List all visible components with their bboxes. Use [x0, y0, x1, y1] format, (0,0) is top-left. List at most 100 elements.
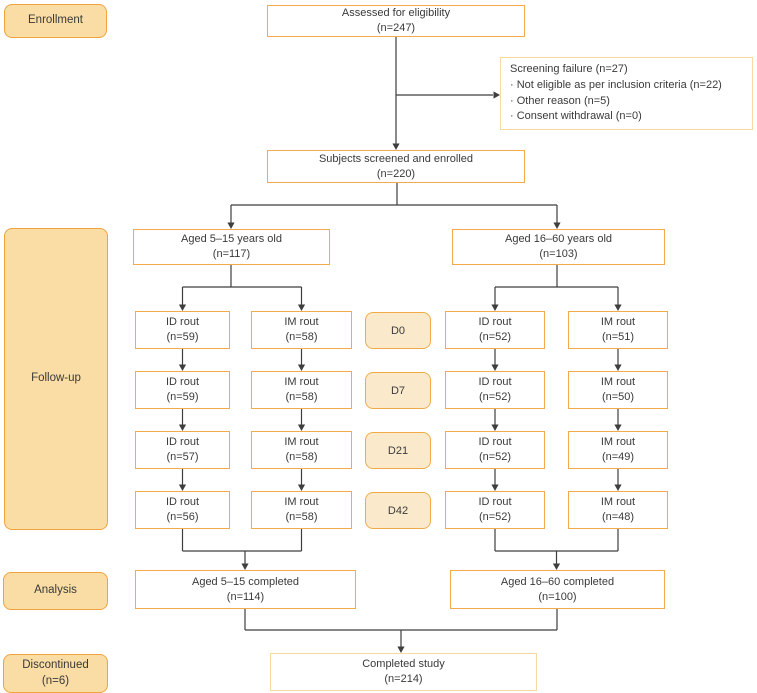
box-line1: Aged 16–60 completed: [500, 575, 615, 588]
box-line2: (n=58): [285, 451, 318, 463]
box-line2: (n=57): [166, 451, 199, 463]
stage-label-analysis: Analysis: [3, 572, 108, 610]
timepoint-label-d42: D42: [365, 492, 431, 529]
arm-aged-16-60-box: Aged 16–60 years old (n=103): [452, 229, 665, 265]
arm-aged-5-15-box: Aged 5–15 years old (n=117): [133, 229, 330, 265]
box-line1: Aged 16–60 years old: [504, 233, 613, 246]
arrow-down-icon: [614, 364, 622, 371]
followup-box-young-id-d0: ID rout (n=59): [135, 311, 230, 349]
timepoint-text: D21: [387, 444, 409, 457]
arrow-down-icon: [178, 304, 187, 311]
box-line2: (n=58): [285, 391, 318, 403]
box-line2: (n=48): [601, 511, 635, 523]
stage-label-text: Analysis: [34, 584, 77, 597]
box-line2: (n=56): [166, 511, 199, 523]
box-line1: IM rout: [284, 316, 319, 329]
box-line1: IM rout: [284, 436, 319, 449]
stage-label-discontinued: Discontinued (n=6): [3, 654, 108, 693]
screening-item: · Other reason (n=5): [510, 94, 610, 107]
box-line2: (n=247): [376, 22, 416, 34]
timepoint-label-d7: D7: [365, 372, 431, 409]
screening-failure-box: Screening failure (n=27) · Not eligible …: [500, 57, 753, 130]
timepoint-text: D0: [390, 324, 406, 337]
arrow-down-icon: [241, 563, 249, 570]
box-line2: (n=50): [601, 391, 635, 403]
box-line1: IM rout: [600, 316, 636, 329]
arrow-down-icon: [614, 304, 622, 311]
screening-item: · Consent withdrawal (n=0): [510, 110, 642, 123]
subjects-enrolled-box: Subjects screened and enrolled (n=220): [267, 150, 525, 183]
arrow-down-icon: [178, 424, 187, 431]
completed-aged-5-15-box: Aged 5–15 completed (n=114): [135, 570, 356, 609]
box-line2: (n=103): [539, 248, 578, 260]
arrow-down-icon: [392, 143, 400, 150]
box-line2: (n=100): [538, 590, 577, 603]
box-line2: (n=58): [285, 511, 318, 523]
followup-box-young-id-d42: ID rout (n=56): [135, 491, 230, 529]
arrow-down-icon: [491, 424, 499, 431]
box-line2: (n=220): [376, 167, 416, 180]
arrow-down-icon: [227, 222, 235, 229]
stage-label-enrollment: Enrollment: [4, 4, 107, 38]
arrow-down-icon: [178, 364, 187, 371]
box-line2: (n=52): [478, 451, 512, 463]
screening-item: · Not eligible as per inclusion criteria…: [510, 78, 722, 91]
timepoint-label-d0: D0: [365, 312, 431, 349]
box-line1: Completed study: [362, 658, 445, 671]
followup-box-young-im-d21: IM rout (n=58): [251, 431, 352, 469]
followup-box-adult-id-d7: ID rout (n=52): [445, 371, 545, 409]
arrow-down-icon: [297, 424, 306, 431]
followup-box-young-im-d0: IM rout (n=58): [251, 311, 352, 349]
arrow-down-icon: [297, 364, 306, 371]
connector-path: [181, 37, 619, 648]
followup-box-adult-id-d21: ID rout (n=52): [445, 431, 545, 469]
arrow-down-icon: [552, 563, 561, 570]
box-line1: IM rout: [600, 496, 636, 509]
completed-study-box: Completed study (n=214): [270, 653, 537, 691]
arrowhead-icons: [178, 91, 622, 653]
box-line1: Assessed for eligibility: [341, 7, 451, 20]
timepoint-text: D7: [390, 384, 406, 397]
box-line1: IM rout: [600, 436, 636, 449]
box-line1: ID rout: [165, 496, 199, 509]
box-line2: (n=49): [601, 451, 635, 463]
arrow-down-icon: [614, 484, 622, 491]
arrow-down-icon: [178, 484, 187, 491]
completed-aged-16-60-box: Aged 16–60 completed (n=100): [450, 570, 665, 609]
arrow-down-icon: [614, 424, 622, 431]
stage-label-text: Follow-up: [31, 372, 81, 385]
followup-box-adult-id-d0: ID rout (n=52): [445, 311, 545, 349]
timepoint-label-d21: D21: [365, 432, 431, 469]
box-line2: (n=52): [478, 391, 512, 403]
arrow-down-icon: [491, 304, 499, 311]
box-line1: Aged 5–15 completed: [191, 575, 300, 588]
stage-label-line2: (n=6): [41, 674, 70, 687]
arrow-down-icon: [491, 484, 499, 491]
box-line1: ID rout: [478, 376, 512, 389]
followup-box-young-im-d42: IM rout (n=58): [251, 491, 352, 529]
followup-box-adult-im-d42: IM rout (n=48): [568, 491, 668, 529]
followup-box-adult-id-d42: ID rout (n=52): [445, 491, 545, 529]
stage-label-text: Enrollment: [28, 14, 83, 27]
timepoint-text: D42: [387, 504, 409, 517]
followup-box-young-id-d21: ID rout (n=57): [135, 431, 230, 469]
arrow-down-icon: [491, 364, 499, 371]
box-line1: ID rout: [478, 436, 512, 449]
box-line1: ID rout: [165, 436, 199, 449]
box-line2: (n=117): [212, 248, 251, 260]
box-line2: (n=52): [478, 331, 512, 343]
box-line1: ID rout: [478, 316, 512, 329]
stage-label-followup: Follow-up: [4, 228, 108, 530]
box-line2: (n=58): [285, 331, 318, 343]
box-line1: IM rout: [284, 376, 319, 389]
box-line1: ID rout: [478, 496, 512, 509]
arrow-down-icon: [297, 304, 306, 311]
box-line1: Subjects screened and enrolled: [318, 152, 474, 165]
arrow-down-icon: [297, 484, 306, 491]
followup-box-young-id-d7: ID rout (n=59): [135, 371, 230, 409]
assessed-eligibility-box: Assessed for eligibility (n=247): [267, 5, 525, 37]
box-line1: IM rout: [284, 496, 319, 509]
box-line1: ID rout: [165, 376, 199, 389]
